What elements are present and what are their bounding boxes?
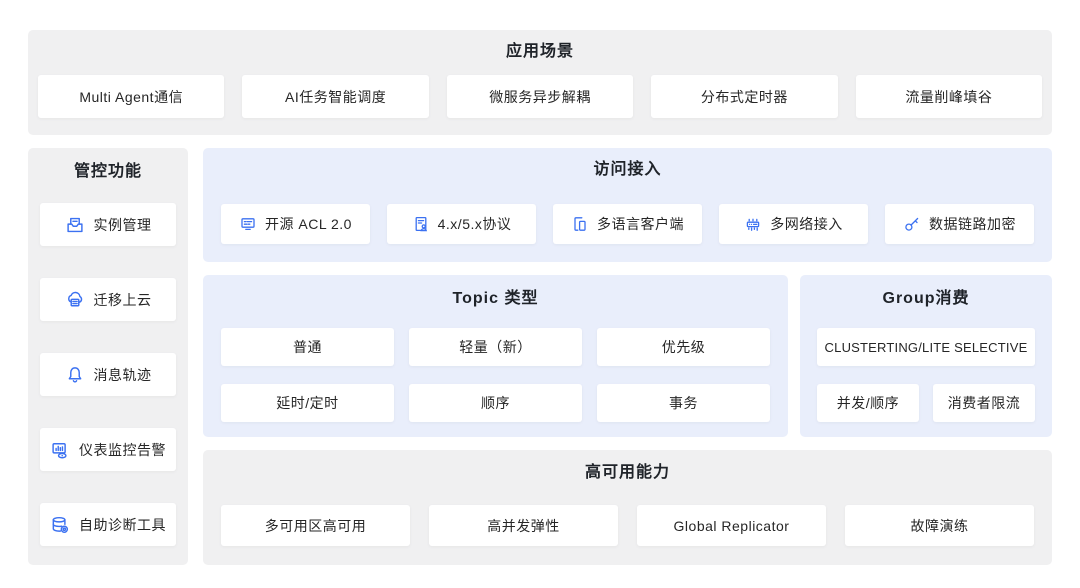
group-row-2: 并发/顺序 消费者限流 — [817, 384, 1035, 422]
panel-access: 访问接入 开源 ACL 2.0 — [203, 148, 1052, 262]
app-scenarios-title: 应用场景 — [505, 43, 574, 60]
message-trace-bell-icon — [65, 365, 85, 385]
ha-card-global-replicator: Global Replicator — [637, 505, 826, 546]
instance-manage-icon — [65, 215, 85, 235]
access-row: 开源 ACL 2.0 4.x/5.x协议 — [221, 204, 1034, 244]
mgmt-item-label: 自助诊断工具 — [79, 516, 166, 533]
access-item-label: 数据链路加密 — [929, 216, 1016, 232]
management-list: 实例管理 迁移上云 — [40, 203, 176, 546]
multi-device-icon — [571, 215, 589, 233]
scenario-card-peak-shaving: 流量削峰填谷 — [855, 75, 1043, 118]
access-item-multi-language-client: 多语言客户端 — [553, 204, 702, 244]
app-scenarios-row: Multi Agent通信 AI任务智能调度 微服务异步解耦 分布式定时器 流量… — [38, 75, 1043, 118]
access-item-data-encryption: 数据链路加密 — [885, 204, 1034, 244]
scenario-card-microservice-decoupling: 微服务异步解耦 — [446, 75, 634, 118]
topic-card-ordered: 顺序 — [409, 384, 582, 422]
group-row-1: CLUSTERTING/LITE SELECTIVE — [817, 328, 1035, 366]
panel-group-consumption: Group消费 CLUSTERTING/LITE SELECTIVE 并发/顺序… — [800, 275, 1052, 437]
mgmt-item-diagnosis-tool: 自助诊断工具 — [40, 503, 176, 546]
group-card-consumer-rate-limit: 消费者限流 — [933, 384, 1035, 422]
topic-row-2: 延时/定时 顺序 事务 — [221, 384, 770, 422]
panel-app-scenarios: 应用场景 Multi Agent通信 AI任务智能调度 微服务异步解耦 分布式定… — [28, 30, 1052, 135]
ha-card-fault-drill: 故障演练 — [845, 505, 1034, 546]
topic-card-priority: 优先级 — [597, 328, 770, 366]
scenario-card-ai-scheduling: AI任务智能调度 — [242, 75, 429, 118]
network-switch-icon — [744, 215, 762, 233]
protocol-doc-icon — [412, 215, 430, 233]
dashboard-monitor-icon — [50, 440, 70, 460]
high-availability-row: 多可用区高可用 高并发弹性 Global Replicator 故障演练 — [221, 505, 1034, 546]
ha-card-elasticity: 高并发弹性 — [429, 505, 618, 546]
management-title: 管控功能 — [73, 163, 142, 180]
topic-types-title: Topic 类型 — [452, 290, 539, 307]
access-item-multi-network: 多网络接入 — [719, 204, 868, 244]
panel-high-availability: 高可用能力 多可用区高可用 高并发弹性 Global Replicator 故障… — [203, 450, 1052, 565]
access-item-open-source-acl: 开源 ACL 2.0 — [221, 204, 370, 244]
mgmt-item-dashboard-monitor: 仪表监控告警 — [40, 428, 176, 471]
scenario-card-distributed-timer: 分布式定时器 — [651, 75, 838, 118]
mgmt-item-message-trace: 消息轨迹 — [40, 353, 176, 396]
mgmt-item-label: 实例管理 — [93, 216, 152, 233]
access-item-label: 多语言客户端 — [597, 216, 684, 232]
access-item-protocol: 4.x/5.x协议 — [387, 204, 536, 244]
mgmt-item-cloud-migration: 迁移上云 — [40, 278, 176, 321]
topic-card-lightweight: 轻量（新） — [409, 328, 582, 366]
acl-screen-icon — [239, 215, 257, 233]
high-availability-title: 高可用能力 — [584, 464, 670, 481]
access-item-label: 多网络接入 — [770, 216, 843, 232]
topic-card-transaction: 事务 — [597, 384, 770, 422]
access-item-label: 开源 ACL 2.0 — [265, 216, 352, 232]
topic-card-normal: 普通 — [221, 328, 394, 366]
mgmt-item-label: 仪表监控告警 — [79, 441, 166, 458]
mgmt-item-instance-manage: 实例管理 — [40, 203, 176, 246]
mgmt-item-label: 消息轨迹 — [93, 366, 152, 383]
cloud-migration-icon — [65, 290, 85, 310]
topic-card-delay-timed: 延时/定时 — [221, 384, 394, 422]
key-icon — [903, 215, 921, 233]
group-card-clustering-lite-selective: CLUSTERTING/LITE SELECTIVE — [817, 328, 1035, 366]
ha-card-multi-az: 多可用区高可用 — [221, 505, 410, 546]
diagnosis-database-icon — [50, 515, 70, 535]
scenario-card-multi-agent: Multi Agent通信 — [38, 75, 225, 118]
access-title: 访问接入 — [593, 161, 662, 178]
topic-row-1: 普通 轻量（新） 优先级 — [221, 328, 770, 366]
group-consumption-title: Group消费 — [882, 290, 970, 307]
panel-management: 管控功能 实例管理 — [28, 148, 188, 565]
panel-topic-types: Topic 类型 普通 轻量（新） 优先级 延时/定时 顺序 事务 — [203, 275, 788, 437]
mgmt-item-label: 迁移上云 — [93, 291, 152, 308]
group-card-concurrent-ordered: 并发/顺序 — [817, 384, 919, 422]
access-item-label: 4.x/5.x协议 — [437, 216, 512, 232]
